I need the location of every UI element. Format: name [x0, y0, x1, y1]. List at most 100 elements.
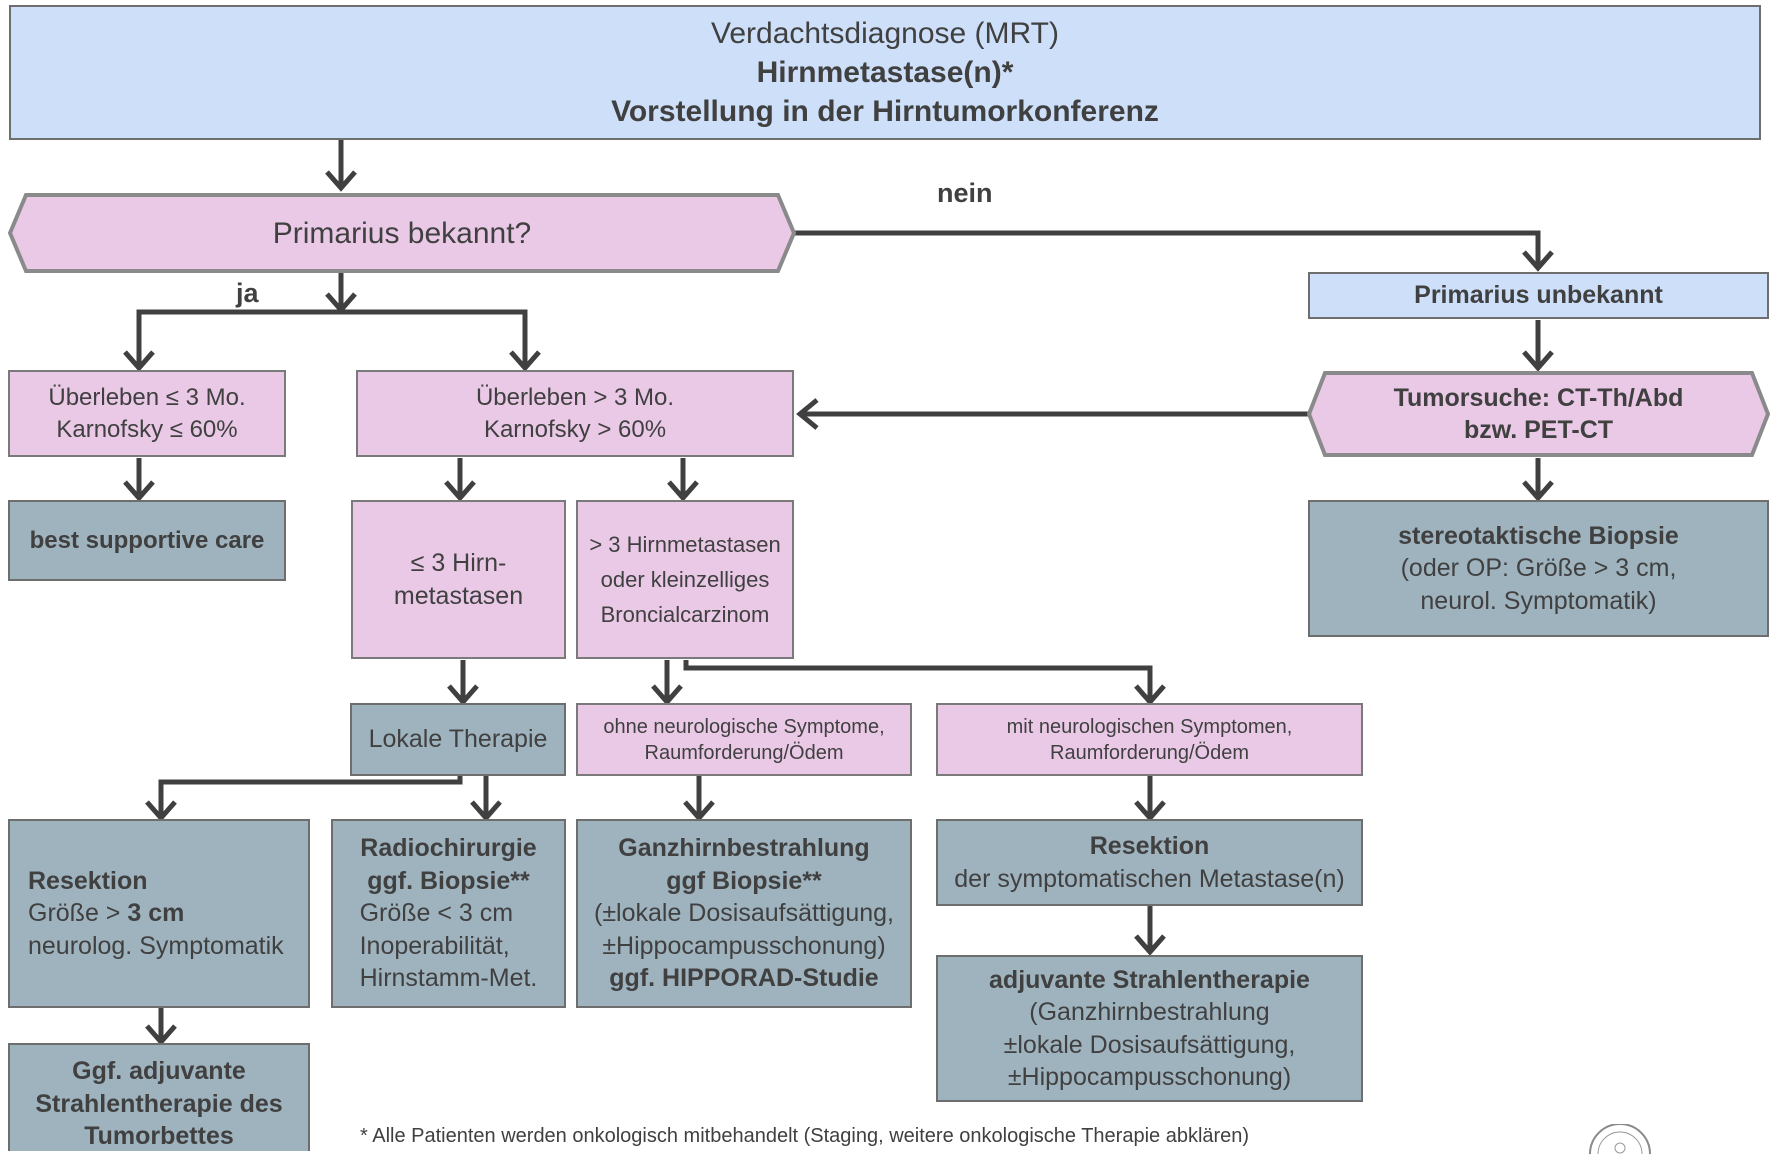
local-therapy-box: Lokale Therapie — [350, 703, 566, 776]
arrowhead — [1134, 800, 1166, 822]
arrowhead — [683, 800, 715, 822]
biopsy-title: stereotaktische Biopsie — [1398, 521, 1679, 550]
no-symptoms-line2: Raumforderung/Ödem — [644, 741, 844, 764]
adjuvant-rt-title: adjuvante Strahlentherapie — [989, 965, 1310, 994]
adjuvant-bed-line3: Tumorbettes — [84, 1122, 234, 1150]
adjuvant-rt-line1: (Ganzhirnbestrahlung — [1029, 998, 1270, 1026]
radiosurgery-details: Größe < 3 cm Inoperabilität, Hirnstamm-M… — [360, 897, 538, 995]
arrowhead — [145, 1024, 177, 1046]
decision-question: Primarius bekannt? — [272, 216, 532, 250]
arrowhead — [1134, 684, 1166, 706]
label-yes: ja — [236, 278, 259, 308]
decision-shape — [8, 193, 796, 273]
survival-high-line2: Karnofsky > 60% — [483, 415, 667, 443]
arrow-no-branch — [794, 230, 1541, 266]
adjuvant-bed-line2: Strahlentherapie des — [35, 1089, 283, 1118]
survival-low-box: Überleben ≤ 3 Mo. Karnofsky ≤ 60% — [8, 370, 286, 457]
arrow-local-resection — [158, 776, 463, 816]
resection-local-line1-prefix: Größe > — [28, 899, 128, 928]
local-therapy-label: Lokale Therapie — [368, 725, 548, 754]
radiosurgery-title: Radiochirurgie — [360, 834, 537, 863]
resection-local-line2: neurolog. Symptomatik — [28, 931, 284, 960]
many-metastases-box: > 3 Hirnmetastasen oder kleinzelliges Br… — [576, 500, 794, 659]
many-mets-line1: > 3 Hirnmetastasen — [589, 531, 781, 557]
footnote: * Alle Patienten werden onkologisch mitb… — [360, 1125, 1250, 1147]
adjuvant-rt-line3: ±Hippocampusschonung) — [1007, 1063, 1292, 1091]
tumor-search-shape — [1307, 371, 1770, 457]
resection-symptomatic-line1: der symptomatischen Metastase(n) — [954, 864, 1345, 893]
stereotactic-biopsy-box: stereotaktische Biopsie (oder OP: Größe … — [1308, 500, 1769, 637]
resection-symptomatic-box: Resektion der symptomatischen Metastase(… — [936, 819, 1363, 906]
few-mets-line2: metastasen — [393, 581, 524, 610]
arrowhead — [325, 170, 357, 192]
wbrt-title: Ganzhirnbestrahlung — [618, 834, 870, 863]
no-symptoms-box: ohne neurologische Symptome, Raumforderu… — [576, 703, 912, 776]
arrow-yes-branch — [136, 309, 528, 366]
resection-local-box: Resektion Größe > 3 cm neurolog. Symptom… — [8, 819, 310, 1008]
many-mets-line3: Broncialcarzinom — [600, 602, 770, 628]
survival-low-line2: Karnofsky ≤ 60% — [56, 415, 238, 443]
no-symptoms-line1: ohne neurologische Symptome, — [603, 715, 885, 738]
with-symptoms-line2: Raumforderung/Ödem — [1050, 741, 1249, 764]
adjuvant-rt-line2: ±lokale Dosisaufsättigung, — [1003, 1030, 1296, 1059]
header-line3: Vorstellung in der Hirntumorkonferenz — [611, 95, 1159, 128]
radiosurgery-line1: Größe < 3 cm — [359, 899, 514, 928]
tumor-search-line2: bzw. PET-CT — [1463, 416, 1614, 444]
adjuvant-bed-box: Ggf. adjuvante Strahlentherapie des Tumo… — [8, 1043, 310, 1151]
arrowhead — [1134, 934, 1166, 956]
arrowhead — [470, 800, 502, 822]
wbrt-line2: ±Hippocampusschonung) — [602, 931, 886, 960]
arrowhead — [123, 480, 155, 502]
radiosurgery-line3: Hirnstamm-Met. — [359, 964, 538, 993]
resection-local-line1-bold: 3 cm — [127, 899, 185, 928]
few-mets-line1: ≤ 3 Hirn- — [410, 549, 507, 577]
wbrt-box: Ganzhirnbestrahlung ggf Biopsie** (±loka… — [576, 819, 912, 1008]
label-no: nein — [937, 178, 993, 208]
survival-low-line1: Überleben ≤ 3 Mo. — [48, 384, 246, 412]
wbrt-line1: (±lokale Dosisaufsättigung, — [594, 899, 894, 928]
arrow-many-with — [683, 660, 1153, 700]
radiosurgery-box: Radiochirurgie ggf. Biopsie** Größe < 3 … — [331, 819, 566, 1008]
biopsy-line1: (oder OP: Größe > 3 cm, — [1400, 554, 1677, 583]
many-mets-line2: oder kleinzelliges — [600, 566, 770, 592]
survival-high-box: Überleben > 3 Mo. Karnofsky > 60% — [356, 370, 794, 457]
resection-symptomatic-title: Resektion — [1089, 832, 1210, 860]
arrowhead — [651, 684, 683, 706]
adjuvant-rt-box: adjuvante Strahlentherapie (Ganzhirnbest… — [936, 955, 1363, 1102]
university-seal-icon — [1589, 1124, 1651, 1154]
header-line2: Hirnmetastase(n)* — [756, 56, 1014, 89]
best-supportive-care-box: best supportive care — [8, 500, 286, 581]
radiosurgery-line2: Inoperabilität, — [359, 931, 510, 960]
with-symptoms-box: mit neurologischen Symptomen, Raumforder… — [936, 703, 1363, 776]
survival-high-line1: Überleben > 3 Mo. — [475, 384, 675, 412]
arrowhead — [123, 350, 155, 372]
arrowhead — [1522, 350, 1554, 372]
with-symptoms-line1: mit neurologischen Symptomen, — [1006, 715, 1293, 738]
wbrt-line3: ggf. HIPPORAD-Studie — [609, 964, 879, 993]
tumor-search-node: Tumorsuche: CT-Th/Abd bzw. PET-CT — [1307, 370, 1770, 458]
arrowhead — [444, 480, 476, 502]
few-metastases-box: ≤ 3 Hirn- metastasen — [351, 500, 566, 659]
header-line1: Verdachtsdiagnose (MRT) — [711, 17, 1059, 50]
arrowhead — [796, 398, 819, 430]
decision-node: Primarius bekannt? — [8, 192, 796, 274]
header-box: Verdachtsdiagnose (MRT) Hirnmetastase(n)… — [9, 5, 1761, 140]
unknown-primary-box: Primarius unbekannt — [1308, 272, 1769, 319]
tumor-search-line1: Tumorsuche: CT-Th/Abd — [1393, 383, 1684, 412]
radiosurgery-subtitle: ggf. Biopsie** — [367, 866, 530, 895]
bsc-label: best supportive care — [29, 526, 265, 554]
biopsy-line2: neurol. Symptomatik) — [1420, 586, 1657, 615]
adjuvant-bed-line1: Ggf. adjuvante — [72, 1057, 246, 1085]
arrowhead — [667, 480, 699, 502]
arrowhead — [509, 350, 541, 372]
arrowhead — [1522, 250, 1554, 272]
resection-local-title: Resektion — [28, 866, 148, 895]
wbrt-subtitle: ggf Biopsie** — [666, 866, 822, 895]
arrowhead — [145, 800, 177, 822]
resection-local-line1: Größe > 3 cm — [28, 897, 184, 930]
arrowhead — [1522, 480, 1554, 502]
arrowhead — [447, 684, 479, 706]
unknown-primary-title: Primarius unbekannt — [1414, 281, 1663, 310]
